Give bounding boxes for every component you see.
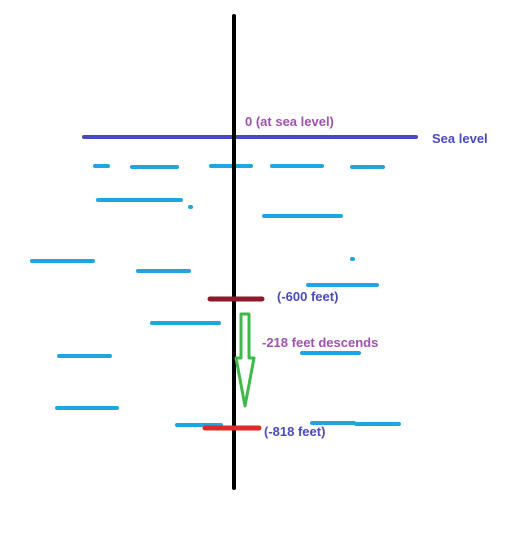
descent-arrow-icon <box>234 312 256 408</box>
minus-600-label: (-600 feet) <box>277 289 338 304</box>
minus-818-label: (-818 feet) <box>264 424 325 439</box>
descend-label: -218 feet descends <box>262 335 378 350</box>
water-dashes <box>30 164 401 427</box>
sea-level-label: Sea level <box>432 131 488 146</box>
zero-label: 0 (at sea level) <box>245 114 334 129</box>
